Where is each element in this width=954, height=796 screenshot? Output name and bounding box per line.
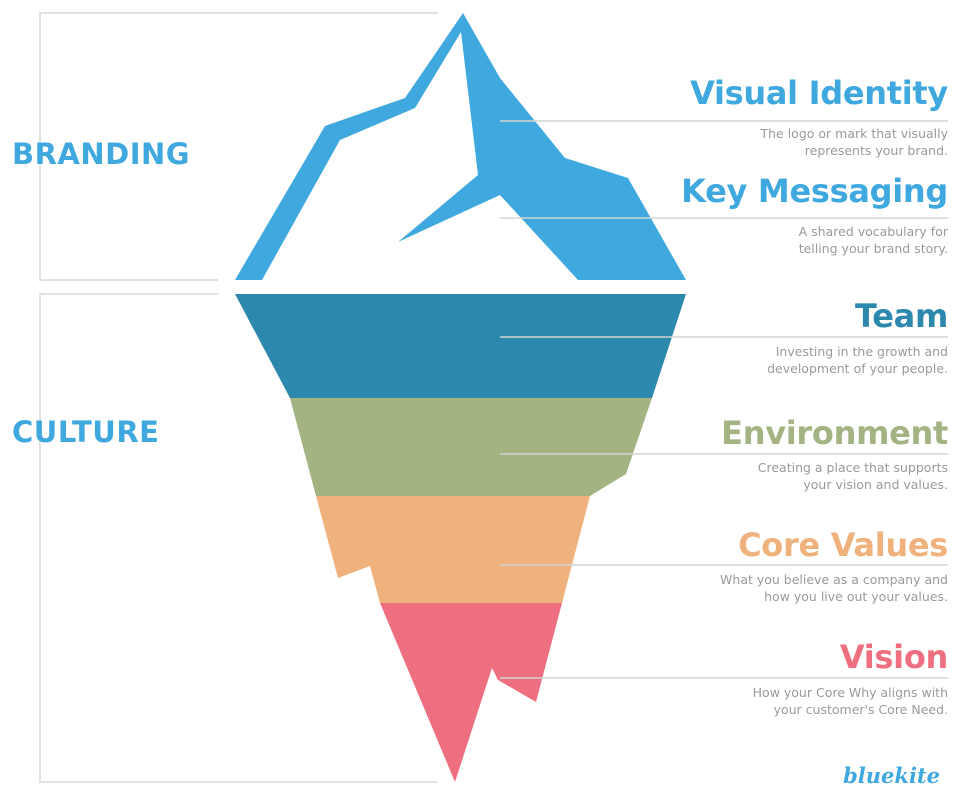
team-description-line: Investing in the growth and bbox=[775, 344, 948, 359]
core-values-description-line: What you believe as a company and bbox=[720, 572, 948, 587]
vision-description: How your Core Why aligns with your custo… bbox=[753, 684, 948, 718]
vision-title: Vision bbox=[839, 638, 948, 676]
environment-description-line: your vision and values. bbox=[803, 477, 948, 492]
visual-identity-title: Visual Identity bbox=[690, 74, 948, 112]
core-values-title: Core Values bbox=[738, 526, 948, 564]
culture-label: CULTURE bbox=[12, 415, 160, 449]
key-messaging-description-line: A shared vocabulary for bbox=[798, 224, 948, 239]
bluekite-logo: bluekite bbox=[843, 763, 940, 788]
environment-layer bbox=[290, 398, 652, 496]
team-description-line: development of your people. bbox=[767, 361, 948, 376]
team-title: Team bbox=[854, 297, 948, 335]
culture-bracket bbox=[39, 293, 438, 783]
visual-identity-description-line: represents your brand. bbox=[804, 143, 948, 158]
environment-title: Environment bbox=[721, 414, 948, 452]
vision-description-line: How your Core Why aligns with bbox=[752, 685, 948, 700]
team-description: Investing in the growth and development … bbox=[767, 343, 948, 377]
key-messaging-title: Key Messaging bbox=[681, 172, 948, 210]
key-messaging-description-line: telling your brand story. bbox=[798, 241, 948, 256]
core-values-layer bbox=[316, 496, 590, 603]
iceberg-tip bbox=[235, 13, 686, 280]
visual-identity-description: The logo or mark that visually represent… bbox=[760, 125, 948, 159]
environment-description: Creating a place that supports your visi… bbox=[758, 459, 948, 493]
environment-description-line: Creating a place that supports bbox=[757, 460, 948, 475]
vision-layer bbox=[380, 603, 562, 782]
team-layer bbox=[235, 294, 686, 398]
key-messaging-description: A shared vocabulary for telling your bra… bbox=[799, 223, 948, 257]
visual-identity-description-line: The logo or mark that visually bbox=[760, 126, 948, 141]
branding-label: BRANDING bbox=[12, 137, 191, 171]
leader-lines bbox=[500, 120, 948, 679]
vision-description-line: your customer's Core Need. bbox=[773, 702, 948, 717]
core-values-description: What you believe as a company and how yo… bbox=[720, 571, 948, 605]
core-values-description-line: how you live out your values. bbox=[764, 589, 948, 604]
branding-bracket bbox=[39, 12, 438, 281]
